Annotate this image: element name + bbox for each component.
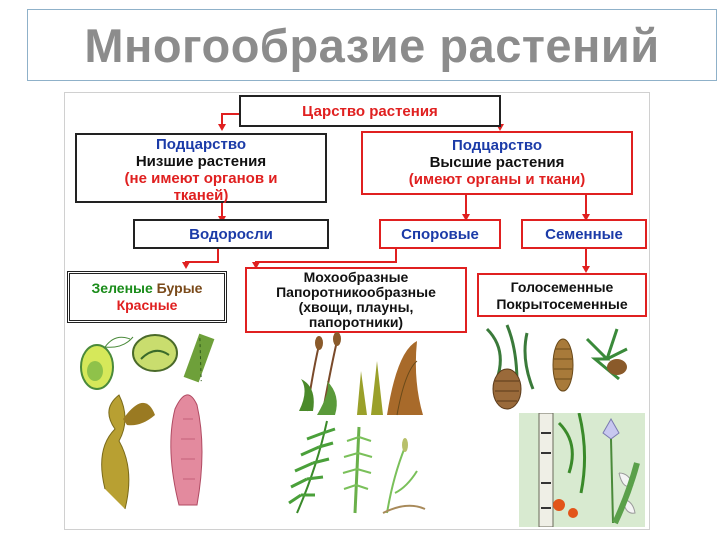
- title-box: Многообразие растений: [27, 9, 717, 81]
- lower-plants-node: Подцарство Низшие растения (не имеют орг…: [75, 133, 327, 204]
- angiosperms-label: Покрытосеменные: [496, 296, 628, 312]
- connector: [221, 113, 239, 115]
- lower-plants-note-2: тканей): [173, 187, 229, 204]
- spore-node: Споровые: [379, 219, 501, 249]
- lower-subkingdom-label: Подцарство: [155, 136, 247, 153]
- green-algae-label: Зеленые: [91, 280, 153, 296]
- lower-plants-note-1: (не имеют органов и: [124, 170, 278, 187]
- algae-types-node: Зеленые Бурые Красные: [67, 271, 227, 323]
- connector: [221, 113, 223, 125]
- arrow: [582, 214, 590, 221]
- page-title: Многообразие растений: [84, 18, 660, 72]
- red-algae-label: Красные: [116, 297, 178, 313]
- connector: [185, 261, 219, 263]
- gymnosperms-label: Голосеменные: [510, 279, 614, 295]
- connector: [395, 249, 397, 261]
- moss-images: [299, 332, 423, 416]
- arrow: [182, 262, 190, 269]
- brown-algae-label: Бурые: [156, 280, 203, 296]
- arrow: [496, 124, 504, 131]
- flowering-plant-images: [519, 413, 645, 527]
- kingdom-label: Царство растения: [302, 103, 438, 120]
- kingdom-node: Царство растения: [239, 95, 501, 127]
- seed-node: Семенные: [521, 219, 647, 249]
- algae-images: [80, 333, 215, 510]
- arrow: [252, 262, 260, 269]
- spore-type-line-2: Папоротникообразные: [276, 284, 436, 300]
- connector: [585, 249, 587, 267]
- arrow: [218, 124, 226, 131]
- connector: [255, 261, 397, 263]
- diagram-panel: Царство растения Подцарство Низшие расте…: [64, 92, 650, 530]
- lower-plants-name: Низшие растения: [135, 153, 267, 170]
- higher-plants-note: (имеют органы и ткани): [408, 171, 586, 188]
- connector: [221, 203, 223, 217]
- arrow: [582, 266, 590, 273]
- spore-type-line-4: папоротники): [308, 314, 404, 330]
- higher-plants-node: Подцарство Высшие растения (имеют органы…: [361, 131, 633, 195]
- higher-subkingdom-label: Подцарство: [451, 137, 543, 154]
- spore-type-line-3: (хвощи, плауны,: [298, 299, 414, 315]
- conifer-images: [485, 324, 628, 410]
- spore-types-node: Мохообразные Папоротникообразные (хвощи,…: [245, 267, 467, 333]
- algae-node: Водоросли: [133, 219, 329, 249]
- spore-type-line-1: Мохообразные: [303, 269, 409, 285]
- higher-plants-name: Высшие растения: [429, 154, 565, 171]
- arrow: [462, 214, 470, 221]
- connector: [465, 195, 467, 215]
- algae-label: Водоросли: [189, 226, 273, 243]
- seed-label: Семенные: [545, 226, 623, 243]
- seed-types-node: Голосеменные Покрытосеменные: [477, 273, 647, 317]
- fern-horsetail-images: [288, 420, 426, 514]
- spore-label: Споровые: [401, 226, 479, 243]
- connector: [585, 195, 587, 215]
- connector: [217, 249, 219, 261]
